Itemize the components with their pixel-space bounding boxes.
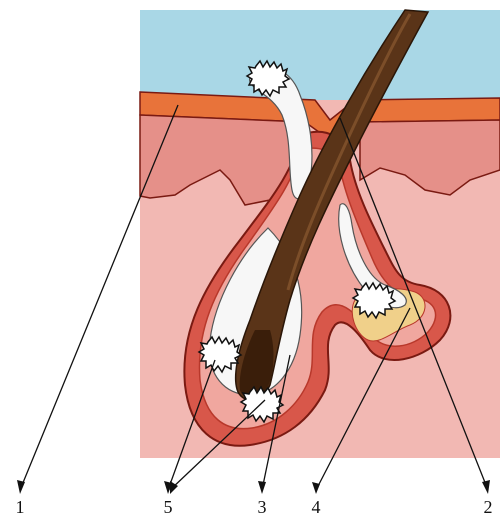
arrowheads: [17, 480, 490, 494]
arrowhead-1: [17, 480, 25, 494]
label-5: 5: [158, 497, 178, 517]
arrowhead-2: [482, 480, 490, 494]
label-1: 1: [10, 497, 30, 517]
label-4: 4: [306, 497, 326, 517]
arrowhead-4: [312, 482, 320, 494]
label-3: 3: [252, 497, 272, 517]
label-2: 2: [478, 497, 498, 517]
arrowhead-3: [258, 481, 266, 494]
